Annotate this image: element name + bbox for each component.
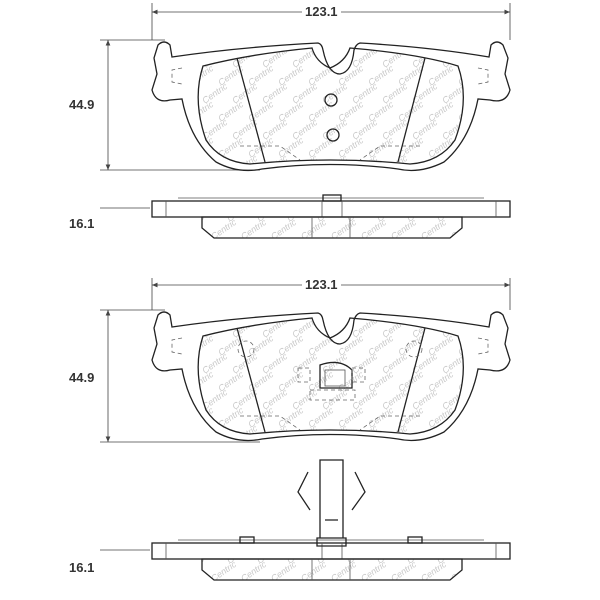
wear-indicator-clip — [297, 459, 366, 547]
watermark-text: Centric — [260, 153, 289, 178]
watermark-text: Centric — [440, 423, 469, 448]
watermark-text: Centric — [216, 27, 245, 52]
watermark-text: Centric — [366, 27, 395, 52]
watermark-text: Centric — [449, 217, 478, 242]
watermark-text: Centric — [470, 153, 499, 178]
watermark-text: Centric — [465, 541, 494, 566]
height-label-top: 44.9 — [66, 97, 98, 112]
watermark-text: Centric — [426, 27, 455, 52]
backing-plate-outline — [151, 311, 511, 442]
watermark-text: Centric — [186, 27, 215, 52]
watermark-text: Centric — [195, 541, 224, 566]
watermark-text: Centric — [186, 297, 215, 322]
height-dimension-bottom — [100, 309, 260, 443]
watermark-text: Centric — [440, 153, 469, 178]
thickness-label-top: 16.1 — [66, 216, 98, 231]
friction-material — [201, 216, 463, 239]
friction-material — [201, 558, 463, 581]
watermark-text: Centric — [350, 423, 379, 448]
watermark-text: Centric — [320, 153, 349, 178]
watermark-text: Centric — [200, 153, 229, 178]
rivet-hole — [326, 128, 340, 142]
wear-clip-mount — [319, 361, 353, 389]
shim-tab — [322, 194, 342, 202]
watermark-text: Centric — [216, 135, 245, 160]
watermark-text: Centric — [276, 27, 305, 52]
watermark-text: Centric — [320, 423, 349, 448]
watermark-text: Centric — [290, 423, 319, 448]
width-label-bottom: 123.1 — [302, 277, 341, 292]
chamfer-line — [236, 327, 266, 433]
height-label-bottom: 44.9 — [66, 370, 98, 385]
watermark-text: Centric — [230, 153, 259, 178]
watermark-text: Centric — [216, 297, 245, 322]
width-label-top: 123.1 — [302, 4, 341, 19]
backing-plate — [151, 200, 511, 218]
watermark-text: Centric — [380, 423, 409, 448]
thickness-label-bottom: 16.1 — [66, 560, 98, 575]
watermark-text: Centric — [380, 153, 409, 178]
chamfer-line — [397, 57, 426, 163]
watermark-text: Centric — [410, 423, 439, 448]
watermark-text: Centric — [470, 387, 499, 412]
watermark-text: Centric — [470, 45, 499, 70]
watermark-text: Centric — [470, 117, 499, 142]
watermark-text: Centric — [260, 423, 289, 448]
friction-material-outline — [197, 47, 464, 165]
watermark-text: Centric — [456, 135, 485, 160]
watermark-text: Centric — [290, 153, 319, 178]
height-dimension-top — [100, 39, 260, 171]
watermark-text: Centric — [456, 27, 485, 52]
watermark-text: Centric — [470, 81, 499, 106]
watermark-text: Centric — [449, 559, 478, 584]
friction-material-outline — [197, 317, 464, 435]
watermark-text: Centric — [470, 315, 499, 340]
watermark-text: Centric — [276, 297, 305, 322]
watermark-text: Centric — [426, 297, 455, 322]
watermark-text: Centric — [350, 153, 379, 178]
watermark-text: Centric — [456, 297, 485, 322]
watermark-text: Centric — [465, 199, 494, 224]
watermark-text: Centric — [230, 423, 259, 448]
watermark-text: Centric — [456, 405, 485, 430]
watermark-text: Centric — [470, 423, 499, 448]
chamfer-line — [397, 327, 426, 433]
rivet-hole — [324, 93, 338, 107]
watermark-text: Centric — [195, 199, 224, 224]
clip-socket — [324, 369, 346, 387]
shim-tab — [239, 536, 255, 544]
watermark-text: Centric — [216, 405, 245, 430]
watermark-text: Centric — [410, 153, 439, 178]
backing-plate-outline — [151, 41, 511, 172]
watermark-text: Centric — [366, 297, 395, 322]
chamfer-line — [236, 57, 266, 163]
shim-tab — [407, 536, 423, 544]
watermark-text: Centric — [200, 423, 229, 448]
watermark-text: Centric — [470, 351, 499, 376]
